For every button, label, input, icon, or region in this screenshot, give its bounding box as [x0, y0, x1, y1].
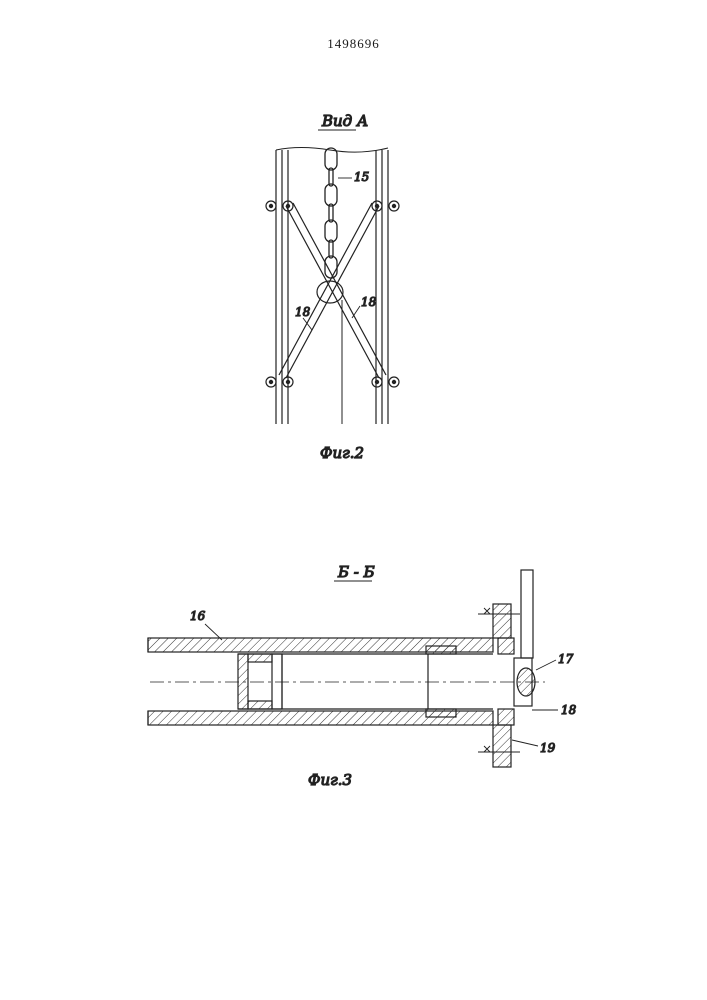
center-hub: [317, 281, 343, 303]
chain: [325, 148, 337, 278]
label-plate: 18: [561, 703, 577, 717]
plug: [238, 654, 282, 709]
view-title: Вид А: [321, 112, 368, 130]
end-plate: [514, 570, 535, 706]
bushing: [426, 646, 456, 717]
label-chain: 15: [354, 170, 369, 184]
figure-3-caption: Фиг.3: [308, 771, 352, 789]
figure-2: Вид А: [266, 112, 399, 462]
bolts: [266, 201, 399, 387]
inner-tube: [238, 654, 493, 709]
figure-2-caption: Фиг.2: [320, 444, 364, 462]
label-bolt: 17: [558, 652, 574, 666]
section-title: Б - Б: [337, 563, 375, 581]
diagonal-braces: [279, 203, 386, 378]
label-pipe: 16: [190, 609, 206, 623]
label-brace-right: 18: [361, 295, 377, 309]
figure-3: Б - Б: [148, 563, 577, 789]
label-flange: 19: [540, 741, 556, 755]
label-brace-left: 18: [295, 305, 311, 319]
